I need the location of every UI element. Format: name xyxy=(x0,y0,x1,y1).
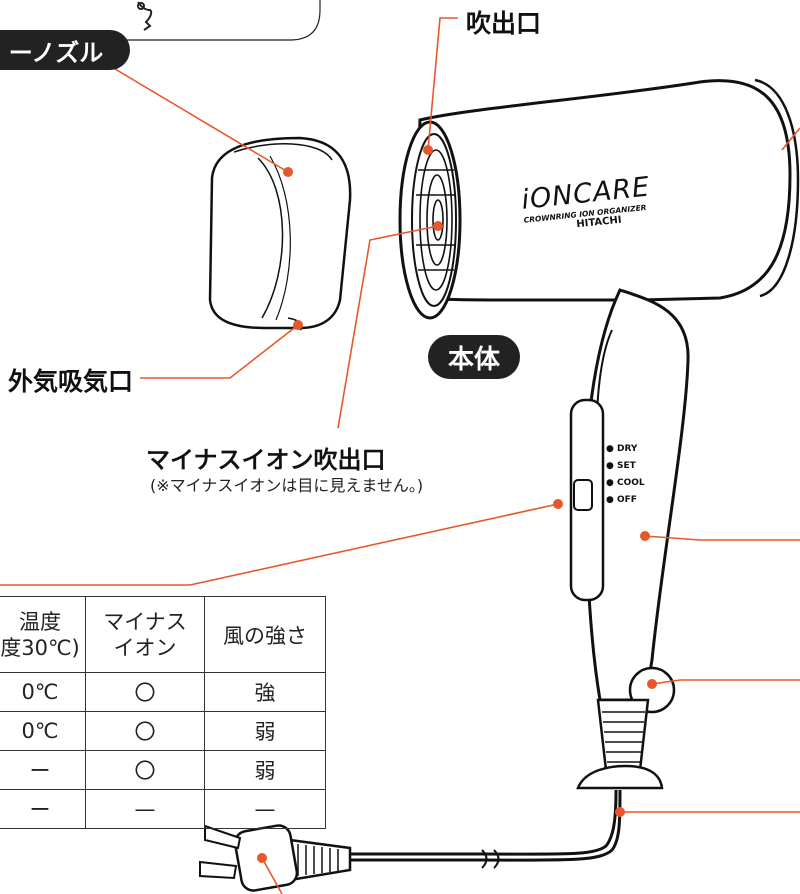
air-intake-label: 外気吸気口 xyxy=(8,367,134,396)
header-temperature: 温度度30℃) xyxy=(0,596,86,673)
leader-dots xyxy=(257,145,657,863)
header-wind-strength: 風の強さ xyxy=(204,596,326,673)
power-cord xyxy=(350,789,622,869)
cell-wind: 弱 xyxy=(204,711,326,751)
nozzle-part xyxy=(208,136,352,331)
table-row: 0℃ 〇 弱 xyxy=(0,711,326,751)
cell-ion: — xyxy=(85,789,205,829)
ion-outlet-label: マイナスイオン吹出口 xyxy=(146,446,386,474)
switch-label-off: ● OFF xyxy=(606,495,637,505)
switch-label-set: ● SET xyxy=(606,461,636,471)
switch-labels: ● DRY ● SET ● COOL ● OFF xyxy=(606,441,645,509)
spec-table-header-row: 温度度30℃) マイナスイオン 風の強さ xyxy=(0,596,326,673)
header-minus-ion: マイナスイオン xyxy=(85,596,205,673)
nozzle-frame xyxy=(0,0,321,41)
ion-note: (※マイナスイオンは目に見えません。) xyxy=(150,476,424,495)
cell-temp: 0℃ xyxy=(0,672,86,712)
cell-wind: 強 xyxy=(204,672,326,712)
spec-table: 温度度30℃) マイナスイオン 風の強さ 0℃ 〇 強 0℃ 〇 弱 ー 〇 弱… xyxy=(0,596,326,829)
dryer-handle xyxy=(569,288,690,790)
cell-ion: 〇 xyxy=(85,672,205,712)
cell-temp: ー xyxy=(0,750,86,790)
cell-wind: 弱 xyxy=(204,750,326,790)
switch-label-cool: ● COOL xyxy=(606,478,645,488)
leader-lines xyxy=(0,17,800,894)
nozzle-label: ーノズル xyxy=(0,30,130,70)
small-cord-icon xyxy=(137,1,153,31)
cell-wind: — xyxy=(204,789,326,829)
dryer-body xyxy=(398,78,800,320)
cell-temp: 0℃ xyxy=(0,711,86,751)
body-label: 本体 xyxy=(428,335,520,379)
cell-ion: 〇 xyxy=(85,750,205,790)
table-row: ー — — xyxy=(0,789,326,829)
outlet-label: 吹出口 xyxy=(466,9,542,38)
table-row: ー 〇 弱 xyxy=(0,750,326,790)
cell-temp: ー xyxy=(0,789,86,829)
cell-ion: 〇 xyxy=(85,711,205,751)
table-row: 0℃ 〇 強 xyxy=(0,672,326,712)
switch-label-dry: ● DRY xyxy=(606,444,638,454)
